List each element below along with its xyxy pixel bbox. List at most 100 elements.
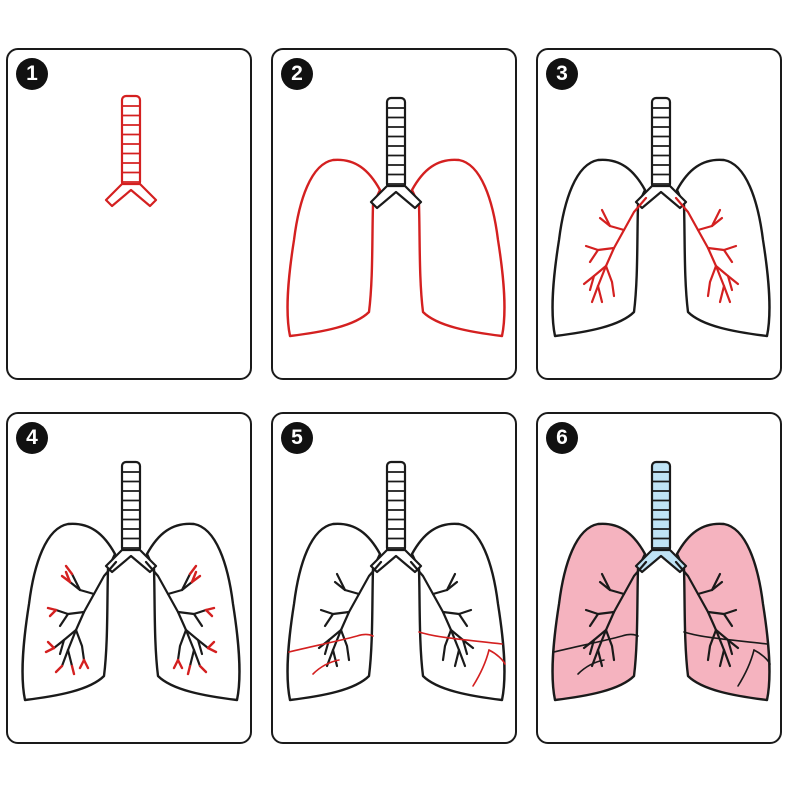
step-6-panel: 6 — [536, 412, 782, 744]
right-lobe-fissure — [753, 649, 771, 665]
right-bronchi-branch — [192, 612, 204, 628]
trachea-fork — [104, 182, 158, 208]
right-lobe-fissure — [737, 649, 755, 687]
left-bronchi-branch — [588, 274, 596, 292]
left-bronchiole-tip — [44, 646, 56, 654]
left-bronchiole-tip — [54, 664, 64, 674]
left-bronchi-branch — [70, 572, 82, 592]
left-lobe-fissure — [312, 659, 340, 675]
trachea-fork — [634, 548, 688, 574]
right-bronchi-branch — [176, 608, 208, 616]
right-bronchiole-tip — [206, 640, 216, 650]
left-lobe-fissure — [577, 659, 605, 675]
right-bronchi-branch — [445, 572, 457, 592]
right-bronchi-branch — [722, 248, 734, 264]
right-bronchiole-tip — [198, 664, 208, 674]
right-bronchi-branch — [706, 244, 738, 252]
right-lobe-fissure — [488, 649, 506, 665]
right-bronchi-branch — [166, 580, 194, 596]
trachea-group — [104, 94, 158, 208]
left-bronchi-branch — [590, 284, 600, 304]
right-bronchi-branch — [461, 638, 469, 656]
left-bronchi-branch — [335, 572, 347, 592]
right-bronchiole-tip — [172, 658, 180, 670]
right-bronchi-branch — [144, 560, 196, 652]
right-bronchi-branch — [722, 612, 734, 628]
step-2-panel: 2 — [271, 48, 517, 380]
right-bronchi-branch — [726, 274, 734, 292]
left-bronchi-branch — [74, 628, 86, 662]
left-bronchi-branch — [68, 580, 96, 596]
step-5-drawing — [286, 460, 506, 702]
right-lobe-fissure — [472, 649, 490, 687]
left-lung-outline — [286, 522, 382, 702]
right-bronchi-branch — [176, 628, 188, 662]
trachea-fork — [104, 548, 158, 574]
left-bronchi-branch — [584, 244, 616, 252]
right-lung-outline — [410, 158, 506, 338]
right-lung-outline — [145, 522, 241, 702]
right-bronchi-branch — [674, 196, 726, 288]
right-lobe-fissure — [683, 631, 768, 645]
right-lobe-fissure — [418, 631, 503, 645]
left-bronchi-branch — [323, 612, 335, 628]
left-bronchi-branch — [596, 648, 604, 668]
right-bronchi-branch — [674, 560, 726, 652]
step-number-badge: 6 — [546, 422, 578, 454]
left-bronchiole-tip — [64, 564, 74, 576]
left-lobe-fissure — [553, 633, 639, 653]
left-bronchi-branch — [598, 216, 626, 232]
right-bronchi-branch — [696, 216, 724, 232]
right-bronchi-branch — [726, 638, 734, 656]
trachea-fork — [369, 548, 423, 574]
right-lung-outline — [410, 522, 506, 702]
left-bronchi-branch — [596, 560, 648, 652]
right-bronchi-branch — [453, 648, 461, 668]
left-bronchi-branch — [58, 612, 70, 628]
left-bronchiole-tip — [48, 608, 58, 618]
left-bronchi-branch — [66, 648, 74, 668]
right-bronchi-branch — [457, 648, 467, 668]
step-3-panel: 3 — [536, 48, 782, 380]
step-number-badge: 3 — [546, 58, 578, 90]
left-lung-outline — [21, 522, 117, 702]
left-bronchiole-tip — [70, 664, 76, 676]
left-bronchi-branch — [596, 196, 648, 288]
left-bronchi-branch — [331, 560, 383, 652]
left-bronchi-branch — [60, 648, 70, 668]
step-5-panel: 5 — [271, 412, 517, 744]
left-bronchiole-tip — [46, 640, 56, 650]
left-bronchi-branch — [66, 560, 118, 652]
left-bronchi-branch — [319, 608, 351, 616]
right-bronchiole-tip — [186, 664, 192, 676]
left-bronchi-branch — [596, 284, 604, 304]
step-number-badge: 4 — [16, 422, 48, 454]
left-lung-outline — [551, 522, 647, 702]
left-bronchi-branch — [339, 628, 351, 662]
right-lung-outline — [675, 522, 771, 702]
right-bronchi-branch — [710, 572, 722, 592]
left-bronchi-branch — [600, 572, 612, 592]
right-bronchiole-tip — [206, 646, 218, 654]
left-bronchiole-tip — [82, 658, 90, 670]
right-bronchi-branch — [706, 628, 718, 662]
right-bronchi-branch — [188, 648, 196, 668]
left-bronchi-branch — [54, 608, 86, 616]
left-bronchiole-tip — [64, 570, 72, 584]
left-bronchi-branch — [604, 628, 616, 662]
right-bronchi-branch — [441, 628, 453, 662]
left-lobe-fissure — [288, 633, 374, 653]
left-bronchi-branch — [588, 248, 600, 264]
right-bronchi-branch — [192, 648, 202, 668]
trachea-fork — [634, 184, 688, 210]
left-bronchi-branch — [333, 580, 361, 596]
left-bronchi-branch — [600, 208, 612, 228]
right-bronchi-branch — [718, 648, 726, 668]
step-3-drawing — [551, 96, 771, 338]
step-1-panel: 1 — [6, 48, 252, 380]
right-bronchi-branch — [706, 264, 718, 298]
right-bronchi-branch — [722, 284, 732, 304]
step-6-drawing — [551, 460, 771, 702]
right-bronchi-branch — [710, 208, 722, 228]
step-1-drawing — [104, 94, 158, 208]
